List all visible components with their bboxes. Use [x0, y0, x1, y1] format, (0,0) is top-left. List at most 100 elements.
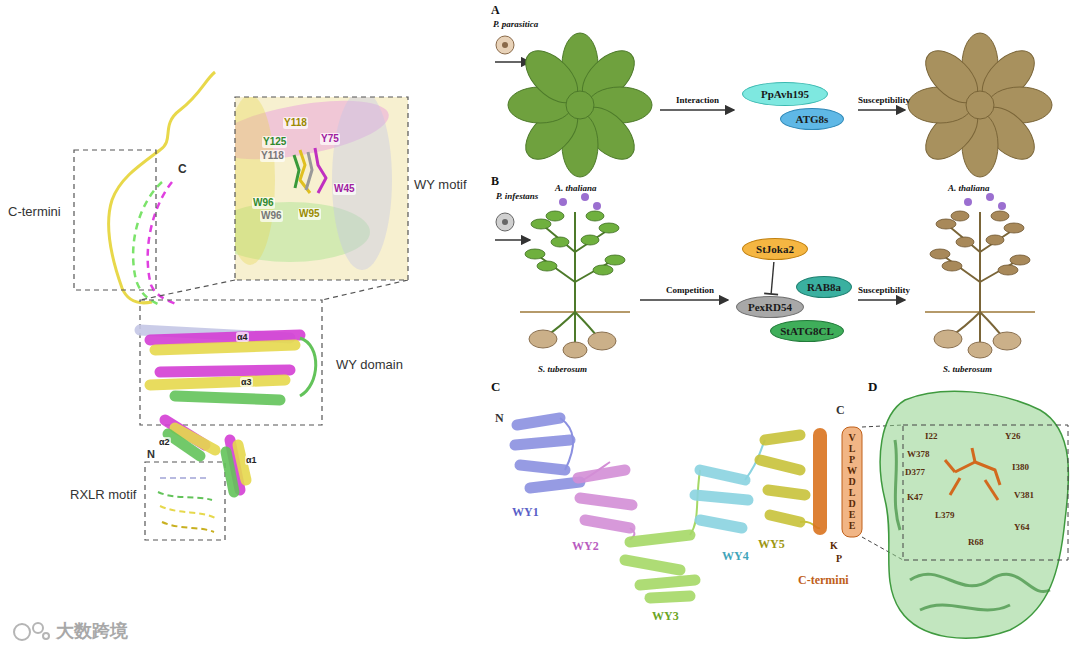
pathogen-icon	[502, 42, 508, 48]
domain-label: WY4	[722, 550, 749, 564]
protein-name: PexRD54	[748, 301, 792, 313]
residue-label: D377	[905, 467, 925, 477]
sequence-label: P	[836, 553, 842, 565]
protein-helix	[517, 418, 560, 425]
panel-letter: D	[868, 380, 877, 395]
terminus-label: N	[495, 412, 504, 426]
potato-plant	[537, 261, 557, 271]
potato-plant	[593, 265, 613, 275]
species-label: P. infestans	[496, 191, 538, 201]
region-label: C-termini	[8, 205, 61, 220]
potato-plant	[942, 261, 962, 271]
domain-label: WY3	[652, 610, 679, 624]
domain-label: C-termini	[798, 574, 849, 588]
connector-line	[771, 262, 774, 294]
potato-plant	[934, 330, 1021, 358]
domain-label: WY2	[572, 540, 599, 554]
protein-ellipse: ATG8s	[780, 108, 844, 130]
protein-helix	[760, 460, 800, 470]
potato-plant	[581, 193, 589, 201]
residue-label: W45	[333, 183, 356, 195]
protein-helix	[770, 515, 800, 522]
region-label: WY domain	[336, 358, 403, 373]
arrow	[640, 299, 728, 300]
pathogen-icon	[496, 36, 514, 231]
rxlr-trace	[158, 478, 215, 532]
domain-label: WY5	[758, 538, 785, 552]
plant-rosette	[966, 91, 994, 119]
residue-label: I380	[1012, 462, 1029, 472]
potato-plant	[956, 237, 974, 247]
potato-plant	[998, 265, 1018, 275]
arrow	[858, 299, 905, 300]
protein-helix	[640, 580, 695, 585]
potato-plant	[546, 211, 564, 221]
rxlr-trace	[160, 477, 210, 479]
protein-surface	[880, 391, 1068, 638]
potato-plant	[529, 330, 616, 358]
rxlr-trace	[158, 492, 212, 500]
residue-stick	[955, 462, 1000, 485]
potato-plant	[1004, 223, 1024, 233]
inset-view	[235, 97, 275, 265]
protein-ellipse: PpAvh195	[742, 82, 828, 106]
potato-plant	[998, 202, 1006, 210]
inset-view	[294, 155, 299, 188]
inhibition-bar	[764, 293, 778, 294]
panel-letter: B	[491, 175, 499, 189]
residue-label: Y26	[1005, 431, 1021, 441]
residue-label: Y125	[262, 136, 287, 148]
protein-name: RAB8a	[807, 281, 841, 293]
dashed-frame	[903, 425, 1068, 560]
dashed-frame	[74, 150, 156, 290]
c-terminal-tail	[109, 72, 215, 305]
dashed-frame	[140, 300, 322, 425]
watermark-icon	[14, 623, 49, 640]
residue-label: K47	[907, 492, 923, 502]
sequence-label: VLPWDLDEE	[847, 432, 857, 531]
potato-plant	[925, 193, 1035, 358]
arrow-label: Competition	[666, 285, 714, 295]
residue-label: Y75	[320, 133, 340, 145]
protein-helix	[520, 465, 565, 470]
potato-plant	[593, 202, 601, 210]
potato-plant	[588, 332, 616, 350]
dashed-frame	[145, 462, 225, 540]
residue-stick	[985, 480, 998, 500]
potato-plant	[581, 235, 599, 245]
potato-plant	[531, 219, 551, 229]
protein-helix	[765, 435, 800, 440]
potato-plant	[605, 255, 625, 265]
dashed-frame	[322, 280, 408, 300]
species-label: A. thaliana	[555, 183, 597, 193]
protein-helix	[150, 380, 285, 385]
potato-plant	[540, 212, 610, 350]
potato-plant	[991, 211, 1009, 221]
pathogen-icon	[496, 36, 514, 54]
helix-label: α3	[240, 377, 253, 387]
pathogen-icon	[502, 219, 508, 225]
c-terminal-tail	[109, 72, 215, 303]
domain-label: WY1	[512, 506, 539, 520]
residue-label: Y64	[1014, 522, 1030, 532]
sequence-label: K	[830, 540, 838, 552]
protein-name: ATG8s	[796, 113, 829, 125]
protein-ribbon	[910, 574, 1050, 591]
residue-label: Y118	[260, 150, 285, 162]
residue-stick	[972, 448, 975, 462]
protein-name: StJoka2	[756, 243, 794, 255]
residue-label: W96	[260, 210, 283, 222]
potato-plant	[964, 198, 972, 206]
residue-label: Y118	[283, 117, 308, 129]
residue-label: L379	[935, 510, 955, 520]
protein-helix	[625, 560, 680, 570]
arrow-label: Susceptibility	[858, 95, 910, 105]
protein-helix	[155, 345, 295, 350]
arrow-label: Interaction	[676, 95, 719, 105]
terminus-label: N	[147, 448, 155, 461]
potato-plant	[563, 342, 587, 358]
terminus-label: C	[178, 163, 187, 177]
helix-label: α4	[236, 332, 249, 342]
arrow-label: Susceptibility	[858, 285, 910, 295]
